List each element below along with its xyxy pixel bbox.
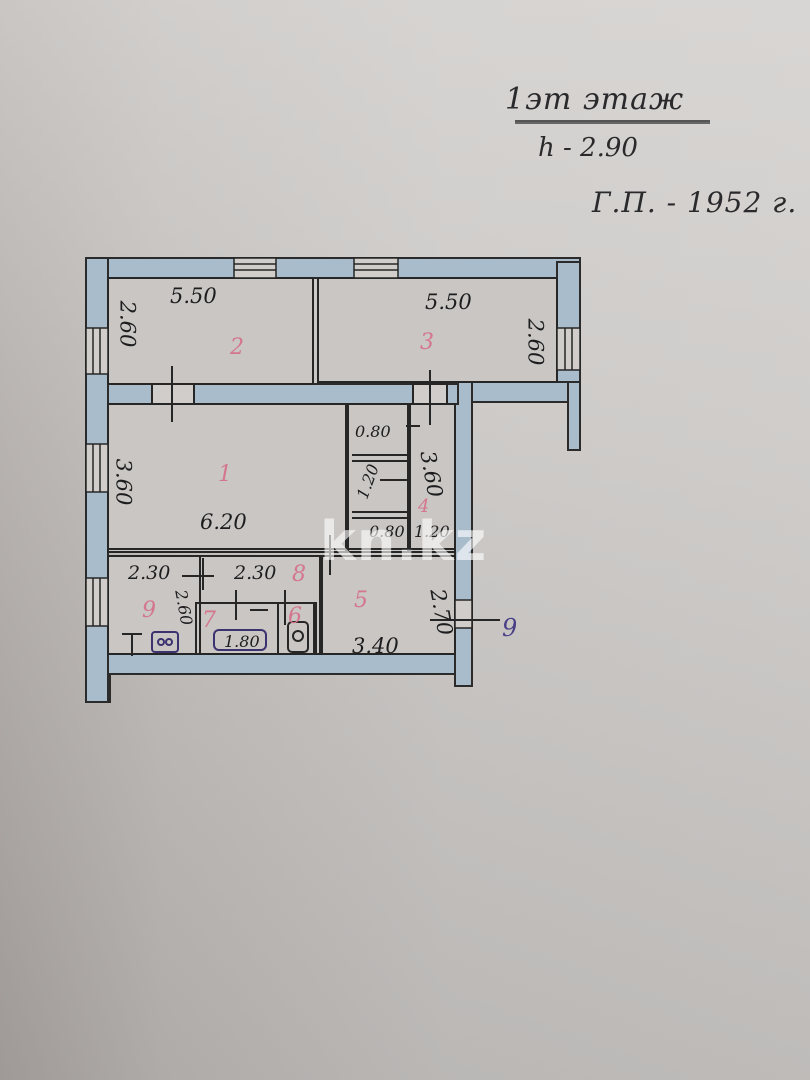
room-9-number: 9 [142,598,156,623]
room-1-width: 6.20 [200,510,247,534]
room-9-width: 2.30 [128,562,171,584]
bath-length: 1.80 [224,632,260,651]
floor-label-underline [515,120,710,124]
closet-3-dim: 0.80 [369,522,405,541]
room-5-width: 3.40 [352,634,399,658]
room-6-number: 6 [288,604,302,629]
room-1-number: 1 [218,462,232,487]
ceiling-height: h - 2.90 [538,133,638,163]
year-built: Г.П. - 1952 г. [592,186,798,219]
room-8-width: 2.30 [234,562,277,584]
room-2-number: 2 [230,335,244,360]
room-2-depth: 2.60 [115,300,140,348]
watermark-logo: kn.kz [320,510,488,573]
section-mark: 9 [502,614,518,642]
room-3-width: 5.50 [425,290,472,314]
room-1-depth: 3.60 [111,458,136,506]
closet-1-dim: 0.80 [355,422,391,441]
room-3-number: 3 [420,330,434,355]
room-8-number: 8 [292,562,306,587]
floor-label: 1эт этаж [505,82,685,117]
room-2-width: 5.50 [170,284,217,308]
room-3-depth: 2.60 [523,318,548,366]
room-4-number: 4 [418,496,430,517]
room-4-width: 1.20 [414,522,450,541]
room-5-number: 5 [354,588,368,613]
room-7-number: 7 [202,608,216,633]
